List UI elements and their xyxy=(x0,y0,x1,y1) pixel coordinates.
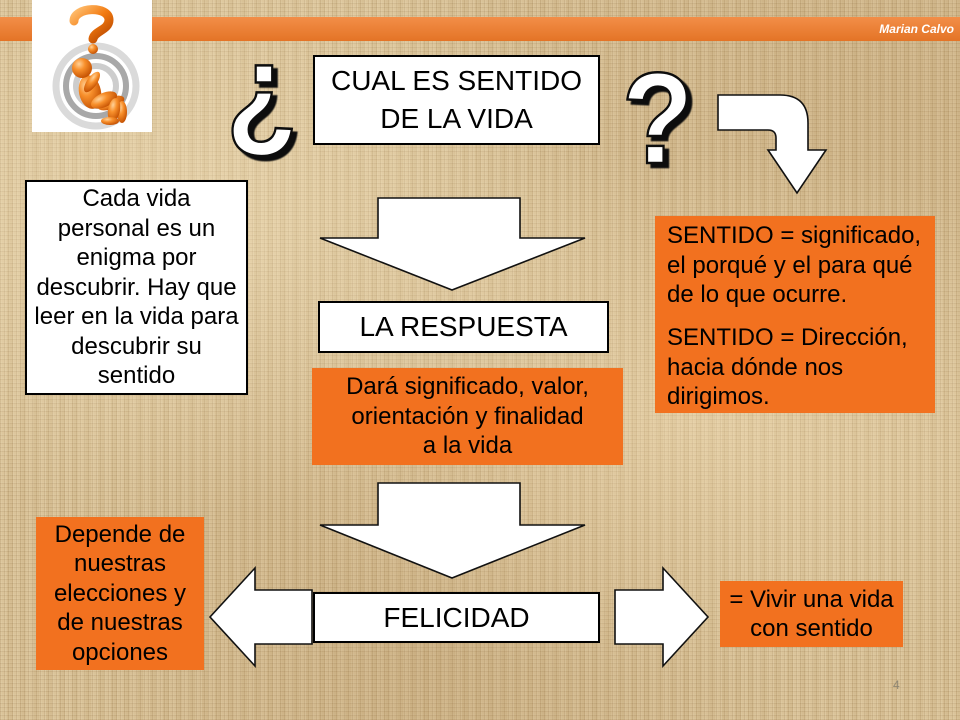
definition-meaning: SENTIDO = significado, el porqué y el pa… xyxy=(667,221,921,310)
happiness-label: FELICIDAD xyxy=(383,601,530,633)
figure-arm xyxy=(83,71,101,93)
top-accent-bar xyxy=(0,17,960,41)
definition-direction: SENTIDO = Dirección, hacia dónde nos dir… xyxy=(667,323,908,412)
page-number: 4 xyxy=(893,678,900,692)
choices-note-box: Depende de nuestras elecciones y de nues… xyxy=(36,517,204,670)
clipart-image xyxy=(32,0,152,132)
answer-note-line: Dará significado, valor, xyxy=(346,373,589,401)
note-line: leer en la vida para xyxy=(34,303,239,331)
answer-label: LA RESPUESTA xyxy=(359,311,568,342)
figure-foot xyxy=(101,117,119,125)
arrow-left-to-choices xyxy=(208,565,313,669)
figure-front-shin xyxy=(107,98,121,122)
definition-line: SENTIDO = Dirección, xyxy=(667,324,908,351)
choices-note-line: opciones xyxy=(71,638,169,666)
definition-line: el porqué y el para qué xyxy=(667,251,913,279)
thinking-figure-icon xyxy=(52,5,140,130)
choices-note-line: elecciones y xyxy=(53,579,187,607)
definition-box: SENTIDO = significado, el porqué y el pa… xyxy=(655,216,935,413)
title-line: DE LA VIDA xyxy=(380,103,533,134)
answer-box: LA RESPUESTA xyxy=(318,301,609,353)
opening-question-mark: ¿ xyxy=(226,17,297,162)
author-name: Marian Calvo xyxy=(879,22,954,36)
note-line: descubrir. Hay que xyxy=(36,273,237,301)
choices-note-line: Depende de xyxy=(54,520,186,548)
meaningful-life-note-box: = Vivir una vida con sentido xyxy=(720,581,903,647)
arrow-down-to-happiness xyxy=(319,482,586,579)
note-line: personal es un xyxy=(57,214,216,242)
answer-note-line: a la vida xyxy=(422,432,513,460)
title-line: CUAL ES SENTIDO xyxy=(330,65,582,96)
note-line: sentido xyxy=(97,362,176,390)
note-line: descubrir su xyxy=(71,332,202,360)
answer-note-box: Dará significado, valor, orientación y f… xyxy=(312,368,623,465)
curved-arrow-down-icon xyxy=(717,94,828,195)
definition-line: de lo que ocurre. xyxy=(667,281,848,308)
choices-note-line: nuestras xyxy=(73,550,167,578)
note-line: enigma por xyxy=(76,244,197,272)
question-mark-icon xyxy=(69,5,114,54)
title-box: CUAL ES SENTIDO DE LA VIDA xyxy=(313,55,600,145)
closing-question-mark: ? xyxy=(622,46,693,191)
definition-line: dirigimos. xyxy=(667,383,770,410)
meaning-note-line: = Vivir una vida xyxy=(729,585,894,613)
figure-head xyxy=(72,58,92,78)
definition-line: hacia dónde nos xyxy=(667,353,844,381)
note-line: Cada vida xyxy=(82,185,191,213)
arrow-right-to-meaning xyxy=(614,565,710,669)
choices-note-line: de nuestras xyxy=(57,609,183,637)
definition-line: SENTIDO = significado, xyxy=(667,222,922,249)
meaning-note-line: con sentido xyxy=(750,615,873,642)
sitting-person-icon xyxy=(72,58,127,125)
happiness-box: FELICIDAD xyxy=(313,592,600,643)
answer-note-line: orientación y finalidad xyxy=(351,402,584,430)
arrow-down-to-answer xyxy=(319,197,586,291)
enigma-note-box: Cada vida personal es un enigma por desc… xyxy=(25,180,248,395)
